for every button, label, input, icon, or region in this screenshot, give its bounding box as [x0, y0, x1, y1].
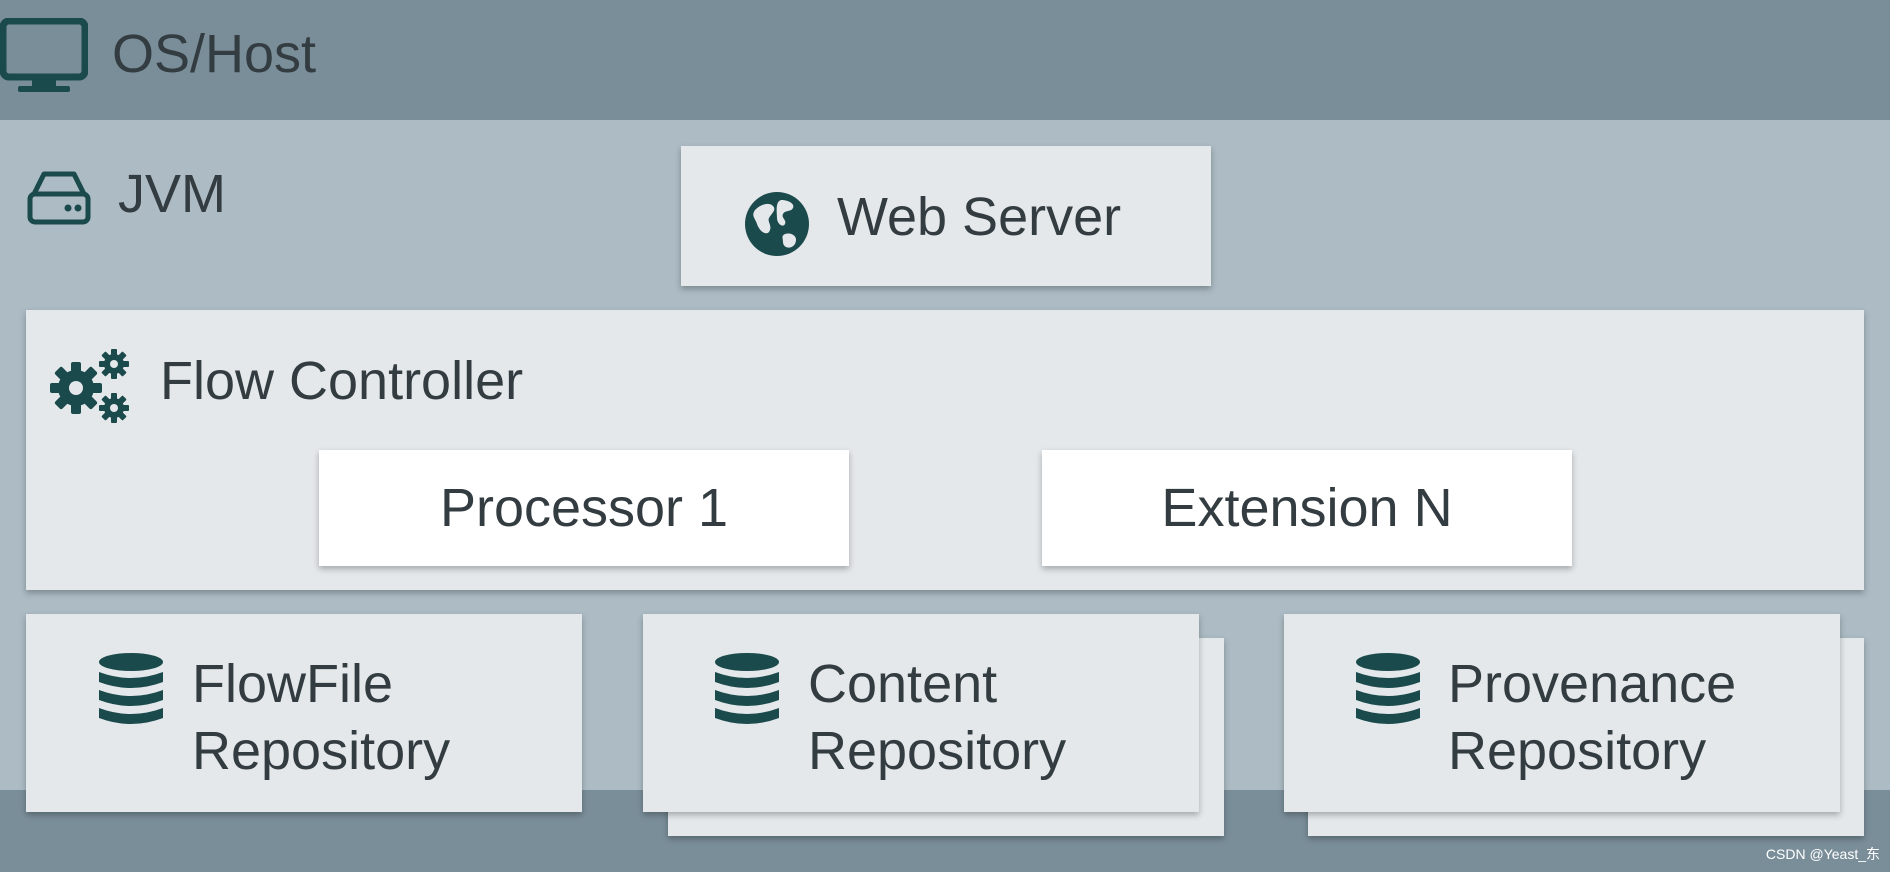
web-server-label: Web Server: [837, 187, 1122, 247]
gears-icon: [50, 349, 129, 423]
content-repository-box: [643, 614, 1199, 812]
repository-subtitle: Repository: [1448, 721, 1707, 781]
repository-title: Content: [808, 654, 998, 714]
flow-controller-label: Flow Controller: [160, 351, 524, 411]
repository-subtitle: Repository: [192, 721, 451, 781]
provenance-repository-label: Provenance Repository: [1448, 651, 1736, 785]
os-host-layer: [0, 0, 1890, 120]
flowfile-repository-box: [26, 614, 582, 812]
content-repository-label: Content Repository: [808, 651, 1066, 785]
repository-title: FlowFile: [192, 654, 394, 714]
globe-icon: [745, 192, 809, 256]
extension-box: Extension N: [1042, 450, 1572, 566]
provenance-repository-box: [1284, 614, 1840, 812]
repository-subtitle: Repository: [808, 721, 1067, 781]
hard-drive-icon: [27, 171, 91, 225]
database-icon: [1356, 653, 1420, 724]
database-icon: [715, 653, 779, 724]
processor-box: Processor 1: [319, 450, 849, 566]
os-host-label: OS/Host: [112, 24, 317, 84]
watermark-credit: CSDN @Yeast_东: [1765, 846, 1880, 862]
flowfile-repository-label: FlowFile Repository: [192, 651, 450, 785]
repository-title: Provenance: [1448, 654, 1737, 714]
jvm-label: JVM: [118, 164, 226, 224]
monitor-icon: [0, 18, 88, 92]
database-icon: [99, 653, 163, 724]
